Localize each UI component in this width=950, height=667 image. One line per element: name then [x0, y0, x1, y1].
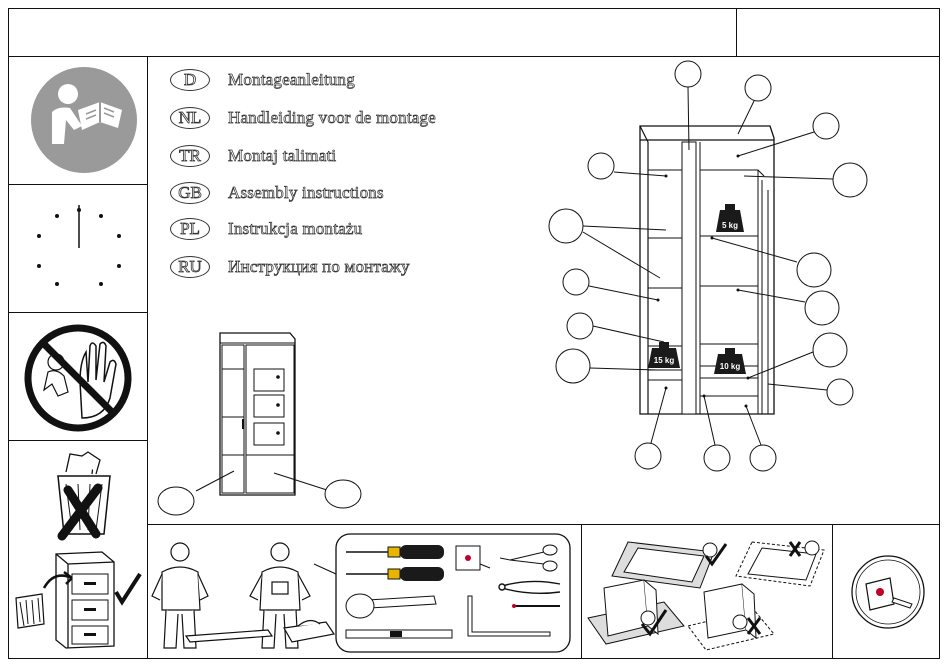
weight-label-5kg: 5 kg: [722, 221, 738, 230]
bad-surface-example: [736, 541, 824, 586]
header-title: [20, 20, 720, 44]
small-cabinet-diagram: [150, 325, 370, 520]
assembly-surface-diagram: [584, 530, 830, 658]
header-code: [748, 20, 928, 44]
no-trash-icon: [52, 450, 116, 540]
lang-row-tr: TR Montaj talimati: [170, 143, 336, 169]
weight-label-15kg: 15 kg: [654, 356, 675, 365]
lang-text-tr: Montaj talimati: [228, 146, 336, 166]
clock-icon: [30, 200, 128, 298]
left-divider-1: [8, 184, 148, 185]
lang-row-nl: NL Handleiding voor de montage: [170, 105, 436, 131]
bottom-divider-2: [832, 524, 833, 659]
lang-badge-tr: TR: [170, 145, 210, 167]
lang-badge-nl: NL: [170, 107, 210, 129]
lang-text-d: Montageanleitung: [228, 70, 355, 90]
bad-placement-example: [688, 584, 774, 650]
lang-text-gb: Assembly instructions: [228, 183, 384, 203]
good-placement-example: [588, 580, 684, 644]
lang-row-pl: PL Instrukcja montażu: [170, 216, 362, 242]
weight-label-10kg: 10 kg: [720, 362, 741, 371]
read-manual-icon: [30, 66, 138, 174]
level-icon: [346, 630, 452, 638]
lang-badge-gb: GB: [170, 182, 210, 204]
lang-badge-ru: RU: [170, 256, 210, 278]
lang-text-pl: Instrukcja montażu: [228, 219, 362, 239]
lang-row-d: D Montageanleitung: [170, 67, 355, 93]
left-divider-2: [8, 312, 148, 313]
lang-badge-pl: PL: [170, 218, 210, 240]
lang-row-gb: GB Assembly instructions: [170, 180, 384, 206]
lang-row-ru: RU Инструкция по монтажу: [170, 254, 410, 280]
lang-text-ru: Инструкция по монтажу: [228, 257, 410, 277]
good-surface-example: [612, 542, 726, 588]
lang-text-nl: Handleiding voor de montage: [228, 108, 436, 128]
no-children-icon: [22, 322, 134, 434]
large-cabinet-diagram: 5 kg 15 kg 10 kg: [548, 60, 878, 480]
bottom-divider-1: [581, 524, 582, 659]
left-divider-3: [8, 440, 148, 441]
left-column-divider: [147, 56, 148, 659]
store-cabinet-icon: [14, 548, 144, 652]
two-person-tools-diagram: [150, 530, 580, 658]
bottom-row-divider: [147, 524, 940, 525]
header-split: [736, 8, 737, 56]
lang-badge-d: D: [170, 69, 210, 91]
tape-measure-icon: [850, 554, 926, 630]
